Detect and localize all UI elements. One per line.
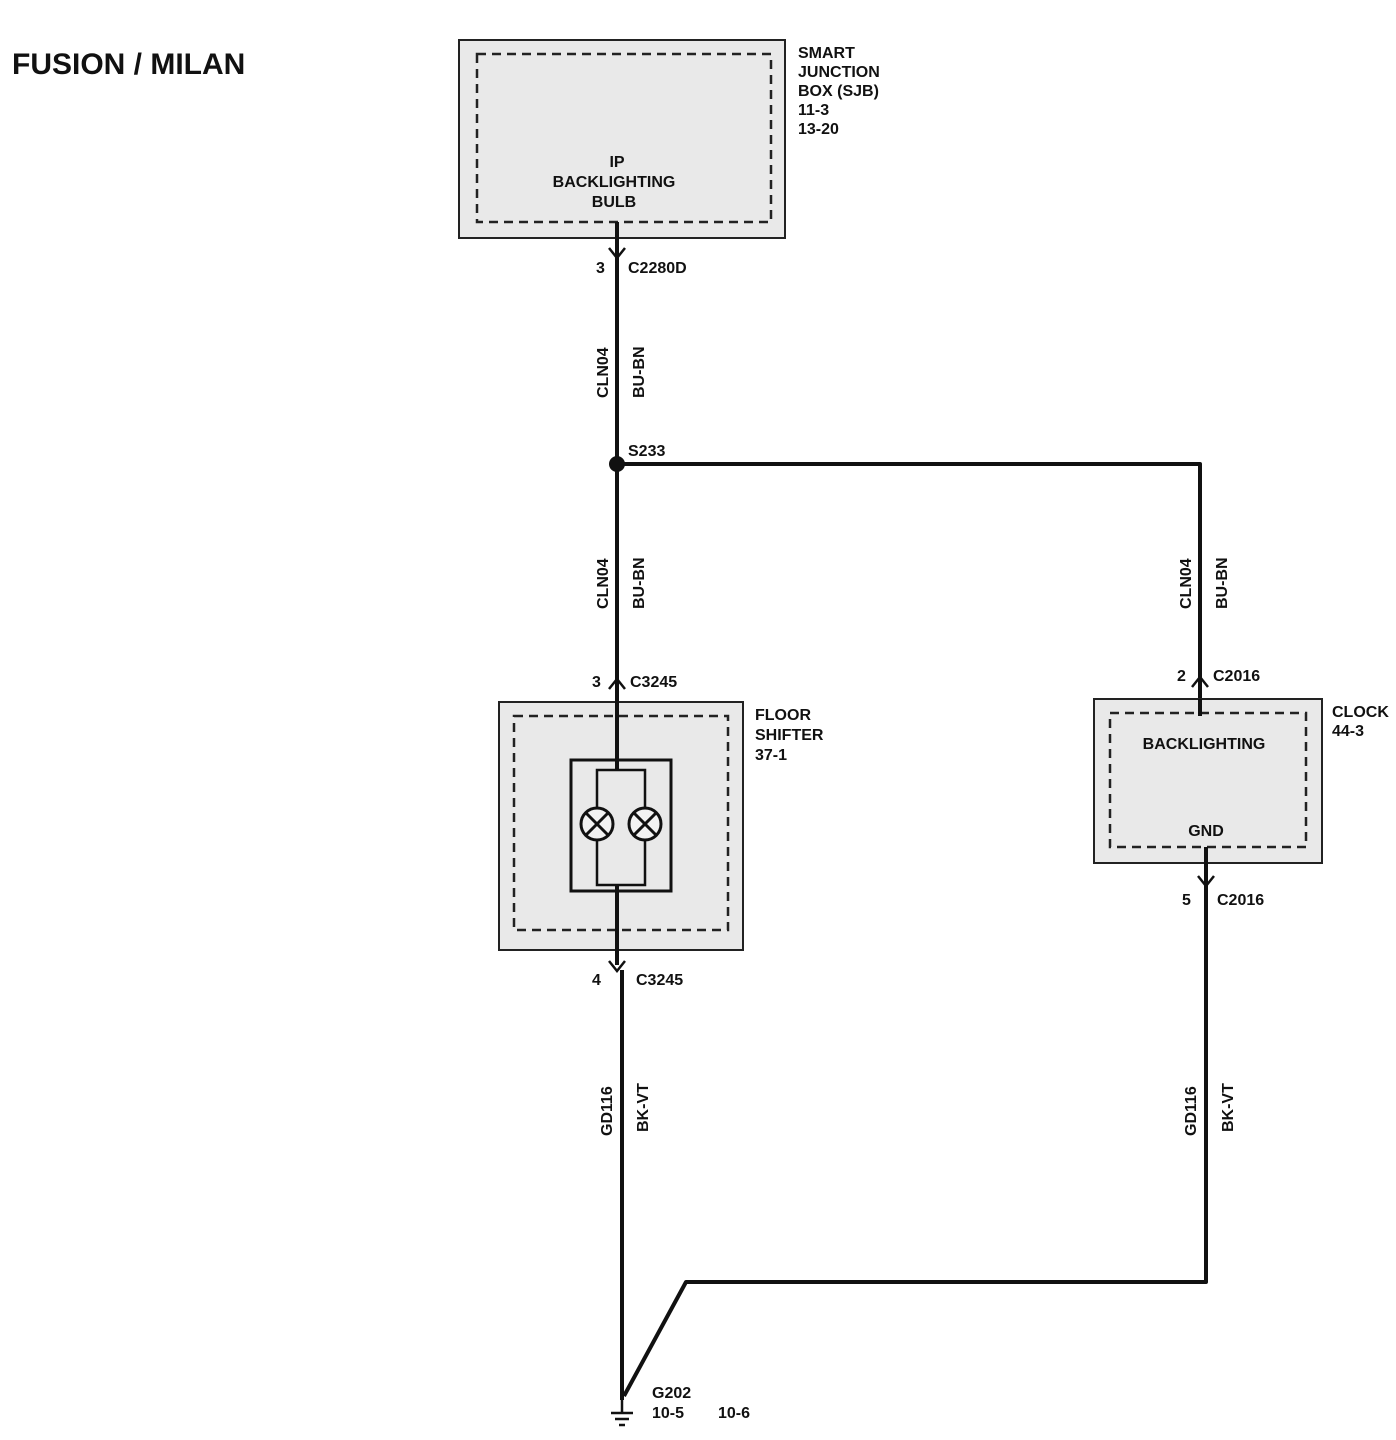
- ground-ref-1: 10-5: [652, 1405, 684, 1422]
- shifter-name-line-2: SHIFTER: [755, 727, 824, 744]
- wire-top-color: BU-BN: [631, 346, 648, 398]
- ground-icon: [611, 1396, 633, 1427]
- bulb-housing: [569, 758, 673, 893]
- splice-s233-label: S233: [628, 443, 665, 460]
- clock-component: BACKLIGHTING GND: [1093, 698, 1323, 864]
- clock-name-line-2: 44-3: [1332, 723, 1364, 740]
- connector-c2016-out-pin: 5: [1182, 892, 1191, 909]
- bulb-right-icon: [627, 806, 663, 842]
- wire-bottom-right-circuit: GD116: [1183, 1086, 1200, 1136]
- clock-inner-backlighting: BACKLIGHTING: [1143, 736, 1266, 753]
- sjb-name-line-2: JUNCTION: [798, 64, 880, 81]
- connector-c2016-out-id: C2016: [1217, 892, 1264, 909]
- sjb-inner-label-2: BACKLIGHTING: [553, 174, 676, 191]
- connector-c3245-out-symbol: [608, 960, 626, 974]
- connector-c3245-out-pin: 4: [592, 972, 601, 989]
- connector-c3245-in-id: C3245: [630, 674, 677, 691]
- bulb-left-icon: [579, 806, 615, 842]
- wire-mid-right-circuit: CLN04: [1178, 558, 1195, 609]
- floor-shifter-name-label: FLOOR SHIFTER 37-1: [755, 707, 824, 764]
- clock-name-label: CLOCK 44-3: [1332, 704, 1389, 740]
- connector-c2016-in-pin: 2: [1177, 668, 1186, 685]
- wire-bottom-left-color: BK-VT: [635, 1083, 652, 1132]
- clock-name-line-1: CLOCK: [1332, 704, 1389, 721]
- sjb-component: IP BACKLIGHTING BULB: [458, 39, 786, 239]
- shifter-name-line-3: 37-1: [755, 747, 787, 764]
- connector-c3245-in-symbol: [608, 676, 626, 690]
- connector-c3245-out-id: C3245: [636, 972, 683, 989]
- sjb-name-label: SMART JUNCTION BOX (SJB) 11-3 13-20: [798, 45, 880, 138]
- sjb-name-line-1: SMART: [798, 45, 855, 62]
- wire-mid-left-circuit: CLN04: [595, 558, 612, 609]
- wire-bottom-right: [622, 847, 1208, 1397]
- connector-c2280d-pin: 3: [596, 260, 605, 277]
- floor-shifter-component: [498, 700, 744, 965]
- shifter-name-line-1: FLOOR: [755, 707, 811, 724]
- connector-c2280d-id: C2280D: [628, 260, 687, 277]
- sjb-inner-label-3: BULB: [592, 194, 636, 211]
- ground-id: G202: [652, 1385, 691, 1402]
- ground-ref-2: 10-6: [718, 1405, 750, 1422]
- wire-mid-right: [617, 462, 1202, 716]
- clock-inner-gnd: GND: [1188, 823, 1224, 840]
- wire-bottom-left-circuit: GD116: [599, 1086, 616, 1136]
- sjb-name-line-3: BOX (SJB): [798, 83, 879, 100]
- sjb-inner-label-1: IP: [609, 154, 624, 171]
- wire-bottom-right-color: BK-VT: [1220, 1083, 1237, 1132]
- connector-c2016-in-symbol: [1191, 674, 1209, 688]
- diagram-title: FUSION / MILAN: [12, 48, 245, 81]
- connector-c3245-in-pin: 3: [592, 674, 601, 691]
- connector-c2016-in-id: C2016: [1213, 668, 1260, 685]
- wire-mid-right-color: BU-BN: [1214, 557, 1231, 609]
- sjb-name-line-5: 13-20: [798, 121, 839, 138]
- wire-mid-left-color: BU-BN: [631, 557, 648, 609]
- wire-top-circuit: CLN04: [595, 347, 612, 398]
- sjb-name-line-4: 11-3: [798, 102, 829, 119]
